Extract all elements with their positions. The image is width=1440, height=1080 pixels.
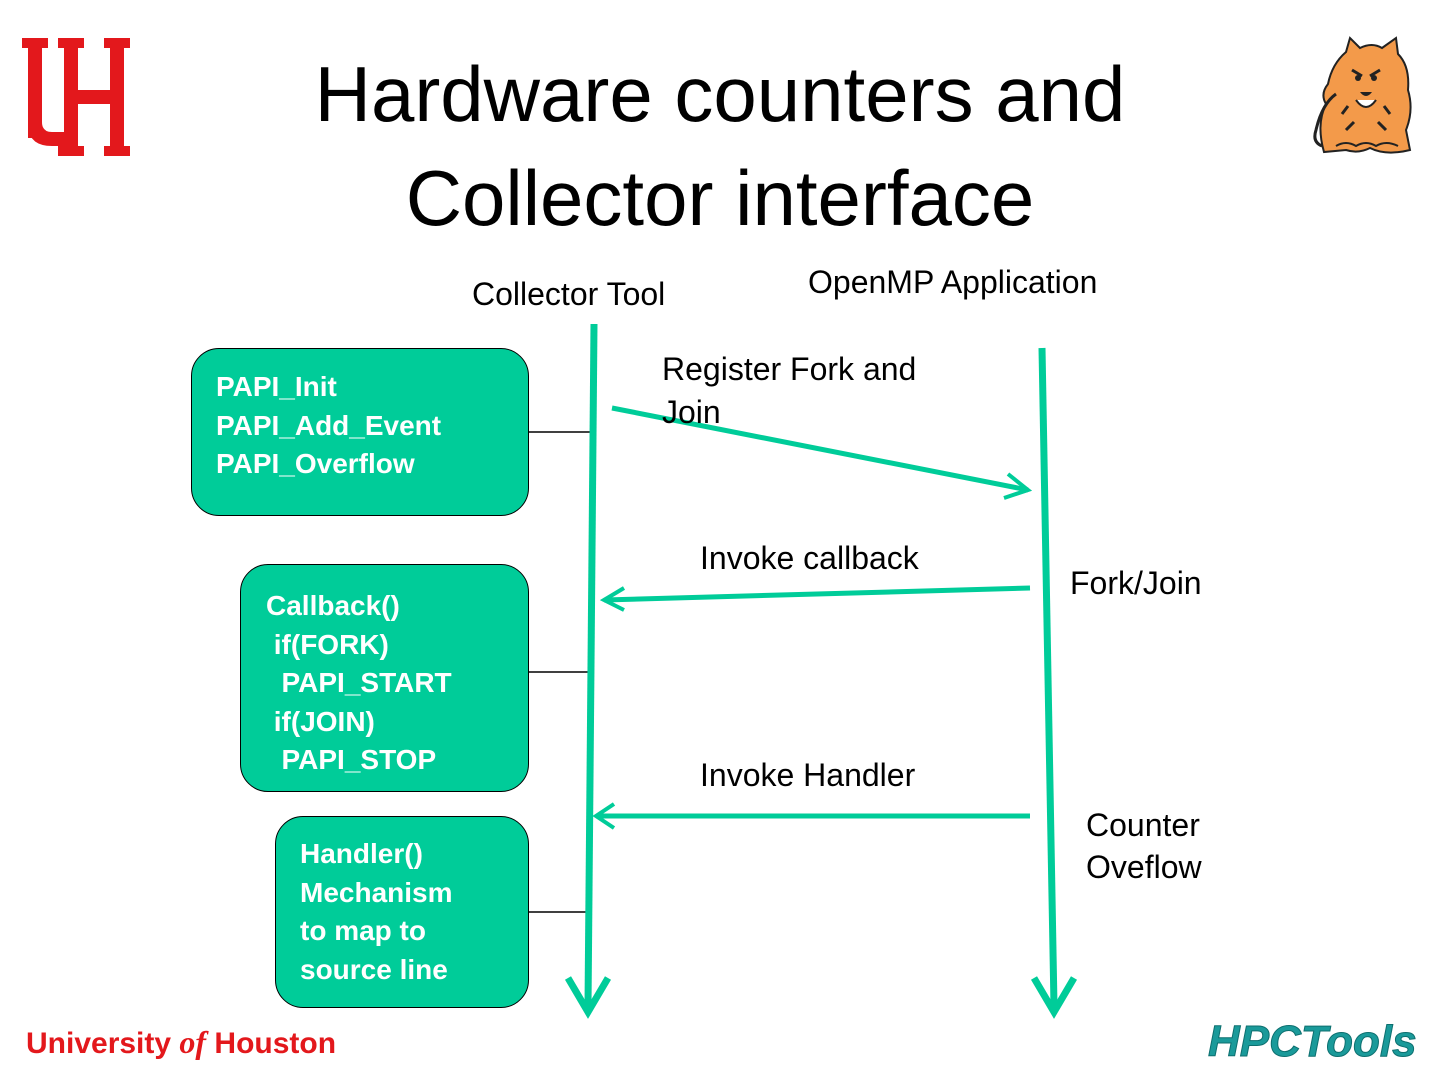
uh-logo xyxy=(22,38,130,156)
box-line: PAPI_Add_Event xyxy=(216,409,442,441)
counter-label-line-1: Counter xyxy=(1086,807,1200,843)
invoke-callback-arrowhead xyxy=(599,586,626,612)
box-line: if(JOIN) xyxy=(266,705,375,737)
box-line: PAPI_START xyxy=(266,667,452,698)
footer-houston: Houston xyxy=(214,1027,337,1060)
invoke-callback-label: Invoke callback xyxy=(700,540,919,576)
application-lifeline xyxy=(1038,347,1058,1007)
invoke-handler-arrowhead xyxy=(592,802,616,830)
collector-tool-label: Collector Tool xyxy=(472,276,666,312)
cougar-mascot-image xyxy=(1313,36,1412,154)
collector-lifeline xyxy=(584,323,598,1007)
box-line: Handler() xyxy=(300,838,423,869)
invoke-handler-label: Invoke Handler xyxy=(700,757,916,793)
box-line: PAPI_STOP xyxy=(266,744,437,775)
papi-init-box: PAPI_Init PAPI_Add_Event PAPI_Overflow xyxy=(191,348,529,516)
openmp-application-label: OpenMP Application xyxy=(808,264,1098,300)
handler-box: Handler() Mechanism to map to source lin… xyxy=(275,816,529,1008)
counter-label-line-2: Oveflow xyxy=(1086,849,1202,885)
box-line: Callback() xyxy=(266,590,400,621)
register-fork-join-label: Register Fork and Join xyxy=(662,348,916,434)
fork-join-label: Fork/Join xyxy=(1070,565,1202,601)
box-line: Mechanism xyxy=(300,876,453,908)
box-line: if(FORK) xyxy=(266,628,389,660)
callback-box: Callback() if(FORK) PAPI_START if(JOIN) … xyxy=(240,564,529,792)
register-label-line-1: Register Fork and xyxy=(662,351,917,387)
box-line: to map to xyxy=(300,915,426,946)
invoke-callback-arrow xyxy=(603,585,1031,603)
box-line: PAPI_Init xyxy=(216,371,337,402)
register-label-line-2: Join xyxy=(662,394,721,430)
footer-of: of xyxy=(179,1024,207,1060)
box-line: PAPI_Overflow xyxy=(216,448,415,479)
title-line-1: Hardware counters and xyxy=(314,50,1126,138)
collector-lifeline-arrowhead xyxy=(564,976,612,1019)
counter-overflow-label: Counter Oveflow xyxy=(1086,804,1202,888)
footer-university: University xyxy=(26,1027,172,1060)
application-lifeline-arrowhead xyxy=(1030,976,1078,1019)
university-of-houston-footer: University of Houston xyxy=(26,1024,336,1061)
box-line: source line xyxy=(300,953,448,985)
hpctools-logo-text: HPCTools xyxy=(1208,1017,1416,1066)
title-line-2: Collector interface xyxy=(405,154,1035,242)
register-arrowhead xyxy=(1003,472,1033,500)
register-arrow xyxy=(611,405,1029,493)
slide-title: Hardware counters and Collector interfac… xyxy=(160,42,1280,250)
hpctools-logo: HPCTools xyxy=(1208,1017,1417,1067)
